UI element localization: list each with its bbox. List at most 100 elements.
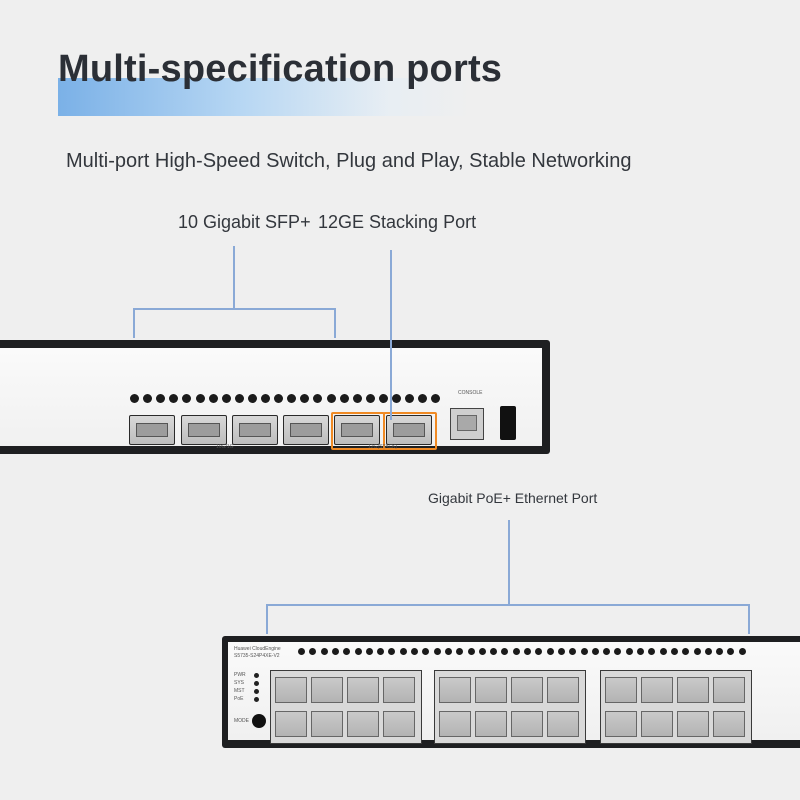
rj45-port (641, 677, 673, 703)
sfp-group-label: 10G/1G (216, 444, 234, 450)
vent-dot (557, 648, 565, 655)
sfp-callout-stem (233, 246, 235, 310)
rj45-port (383, 677, 415, 703)
vent-dot (659, 648, 667, 655)
vent-dot (704, 648, 712, 655)
vent-dot (343, 648, 351, 655)
vent-dot (354, 648, 362, 655)
vent-dot (399, 648, 407, 655)
vent-dot (501, 648, 509, 655)
vent-dot (467, 648, 475, 655)
vent-dot (365, 394, 375, 403)
poe-callout-right-leg (748, 604, 750, 634)
stacking-port-1 (334, 415, 380, 445)
rj45-block-1 (270, 670, 422, 744)
vent-dot (182, 394, 192, 403)
vent-dot (247, 394, 257, 403)
mode-button (252, 714, 266, 728)
switch-front-panel-top: 10G/1G 12G(STACK) CONSOLE (0, 340, 550, 454)
vent-dot (378, 394, 388, 403)
poe-callout-stem (508, 520, 510, 606)
vent-dot (309, 648, 317, 655)
rj45-port (605, 677, 637, 703)
stacking-port-label: 12GE Stacking Port (318, 212, 477, 232)
vent-dot (625, 648, 633, 655)
rj45-port (347, 711, 379, 737)
rj45-port (677, 711, 709, 737)
heading-accent-bar (58, 78, 470, 116)
sfp-port-4 (283, 415, 329, 445)
vent-dot (300, 394, 310, 403)
vent-dot (320, 648, 328, 655)
vent-dot (490, 648, 498, 655)
stacking-callout-line (390, 250, 392, 420)
vent-dot (298, 648, 305, 655)
rj45-port (713, 711, 745, 737)
vent-dot (431, 394, 441, 403)
brand-label: Huawei CloudEngine (234, 646, 281, 652)
rj45-port (641, 711, 673, 737)
vent-dot (261, 394, 270, 403)
poe-callout-bracket (266, 604, 750, 606)
vent-dot (195, 394, 205, 403)
vent-dot (234, 394, 244, 403)
rj45-port (547, 677, 579, 703)
rj45-port (511, 711, 543, 737)
vent-dot (670, 648, 678, 655)
vent-dot (433, 648, 441, 655)
vent-dot (456, 648, 464, 655)
vent-dot (693, 648, 701, 655)
model-label: S5735-S24P4XE-V2 (234, 653, 280, 659)
vent-dot (682, 648, 690, 655)
sfp-port-1 (129, 415, 175, 445)
vent-dot (365, 648, 373, 655)
vent-dot (418, 394, 428, 403)
vent-dot (274, 394, 284, 403)
vent-dot (727, 648, 735, 655)
rj45-block-2 (434, 670, 586, 744)
vent-dot (546, 648, 554, 655)
sfp-callout-right-leg (334, 308, 336, 338)
led-sys (254, 681, 259, 686)
console-port (450, 408, 484, 440)
vent-dot (405, 394, 415, 403)
rj45-port (511, 677, 543, 703)
led-pwr (254, 673, 259, 678)
vent-dot (512, 648, 520, 655)
vent-dot (738, 648, 746, 655)
poe-port-label: Gigabit PoE+ Ethernet Port (428, 490, 598, 506)
sfp-port-3 (232, 415, 278, 445)
vent-dot (143, 394, 153, 403)
rj45-port (311, 677, 343, 703)
vent-dot (326, 394, 336, 403)
vent-dot (377, 648, 385, 655)
rj45-port (439, 711, 471, 737)
vent-dot (444, 648, 452, 655)
vent-dot (478, 648, 486, 655)
vent-dot (339, 394, 349, 403)
switch-faceplate-bottom: Huawei CloudEngine S5735-S24P4XE-V2 PWR … (228, 642, 800, 744)
led-label-sys: SYS (234, 680, 245, 686)
vent-dot (392, 394, 401, 403)
vent-dot (313, 394, 323, 403)
vent-dot (331, 648, 339, 655)
rj45-port (347, 677, 379, 703)
led-poe (254, 697, 259, 702)
rj45-port (713, 677, 745, 703)
page-title: Multi-specification ports (58, 48, 503, 90)
rj45-port (677, 677, 709, 703)
console-label: CONSOLE (458, 390, 483, 396)
sfp-callout-left-leg (133, 308, 135, 338)
sfp-label: 10 Gigabit SFP+ (178, 212, 311, 232)
mode-label: MODE (234, 718, 249, 724)
vent-dot (580, 648, 588, 655)
vent-dot (208, 394, 218, 403)
vent-dot (130, 394, 139, 403)
vent-dot (352, 394, 362, 403)
stacking-port-2 (386, 415, 432, 445)
usb-port (500, 406, 516, 440)
rj45-port (275, 711, 307, 737)
rj45-port (547, 711, 579, 737)
rj45-port (275, 677, 307, 703)
led-label-pwr: PWR (234, 672, 246, 678)
